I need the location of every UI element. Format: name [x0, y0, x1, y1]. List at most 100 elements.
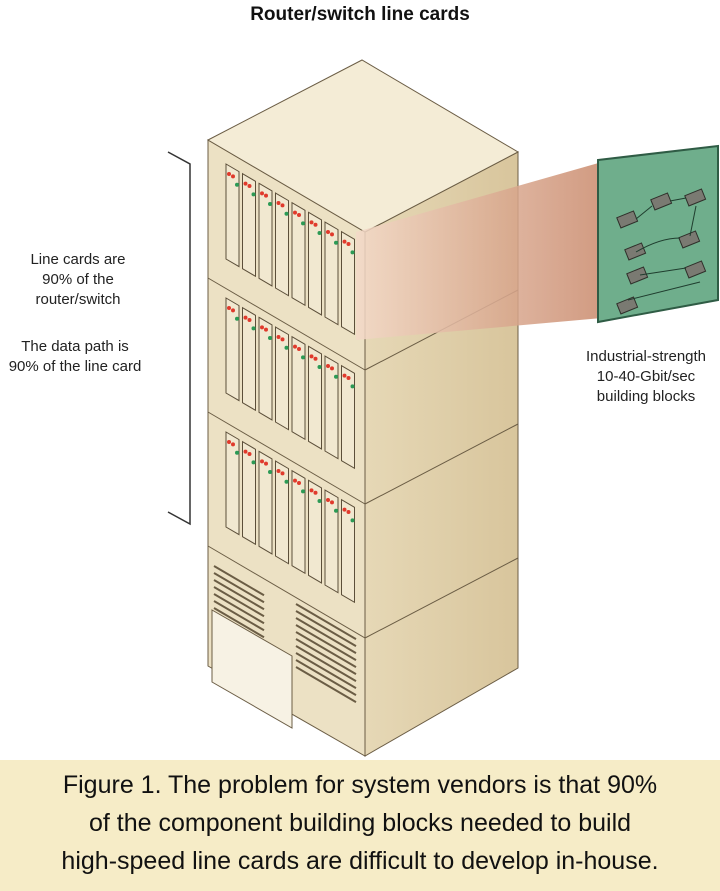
status-led-red: [276, 469, 281, 474]
line-card: [242, 440, 256, 546]
vent-slot: [213, 607, 265, 639]
status-led-red: [247, 318, 252, 323]
status-led-red: [346, 376, 351, 381]
vent-slot: [213, 593, 265, 625]
status-led-red: [260, 325, 264, 330]
shelf-divider: [207, 411, 366, 505]
status-led-red: [280, 471, 285, 476]
status-led-red: [227, 172, 231, 176]
caption-line: high-speed line cards are difficult to d…: [61, 847, 659, 875]
status-led-green: [317, 365, 322, 370]
line-card: [341, 230, 355, 336]
bracket: [167, 151, 191, 526]
status-led-red: [264, 327, 268, 332]
vent-slot: [213, 565, 265, 597]
status-led-red: [313, 490, 318, 495]
vent-slot: [295, 603, 357, 641]
vent-slot: [213, 579, 265, 611]
status-led-red: [231, 308, 235, 313]
status-led-red: [227, 306, 231, 310]
line-card: [275, 326, 289, 431]
status-led-green: [334, 374, 338, 379]
vent-slot: [295, 617, 357, 655]
line-card: [291, 201, 306, 307]
status-led-red: [326, 364, 330, 369]
status-led-green: [350, 518, 355, 523]
status-led-red: [330, 232, 334, 237]
line-card: [324, 489, 339, 594]
line-card: [275, 460, 289, 565]
caption-line: Figure 1. The problem for system vendors…: [62, 771, 658, 799]
status-led-red: [297, 213, 301, 218]
note-data-path-share: The data path is 90% of the line card: [8, 338, 142, 375]
status-led-red: [243, 449, 248, 454]
vent-slot: [295, 631, 357, 669]
status-led-green: [251, 460, 256, 465]
status-led-red: [293, 478, 297, 483]
line-card: [308, 345, 322, 450]
status-led-red: [276, 335, 281, 340]
vent-slot: [295, 610, 357, 648]
status-led-green: [284, 211, 289, 216]
status-led-red: [297, 481, 301, 486]
line-card: [242, 306, 256, 412]
line-card: [258, 316, 273, 421]
shelf-divider: [364, 557, 519, 639]
diagram-title: Router/switch line cards: [250, 4, 470, 25]
status-led-red: [276, 201, 281, 206]
status-led-green: [317, 231, 322, 236]
line-card: [291, 335, 306, 441]
shelf-divider: [364, 423, 519, 505]
line-card: [242, 172, 256, 278]
status-led-green: [268, 470, 272, 475]
status-led-red: [231, 174, 235, 179]
status-led-green: [235, 316, 239, 321]
line-card: [225, 297, 240, 402]
status-led-red: [293, 344, 297, 349]
status-led-red: [326, 230, 330, 235]
vent-slot: [213, 572, 265, 604]
vent-slot: [295, 645, 357, 683]
status-led-red: [280, 337, 285, 342]
status-led-red: [247, 184, 252, 189]
status-led-red: [330, 500, 334, 505]
board-chips: [616, 188, 707, 315]
status-led-red: [342, 373, 347, 378]
status-led-red: [227, 440, 231, 444]
note-building-blocks: Industrial-strength 10-40-Gbit/sec build…: [585, 348, 707, 405]
line-card: [225, 163, 240, 268]
caption-line: of the component building blocks needed …: [88, 809, 632, 837]
status-led-green: [235, 182, 239, 187]
status-led-green: [334, 508, 338, 513]
status-led-green: [235, 450, 239, 455]
vent-slot: [213, 586, 265, 618]
board-traces: [627, 197, 701, 301]
line-card: [324, 355, 339, 460]
status-led-green: [268, 202, 272, 207]
status-led-green: [350, 384, 355, 389]
figure-caption: Figure 1. The problem for system vendors…: [0, 760, 720, 891]
line-card: [258, 450, 273, 555]
status-led-green: [251, 326, 256, 331]
status-led-green: [317, 499, 322, 504]
router-illustration: [167, 59, 719, 757]
status-led-red: [330, 366, 334, 371]
line-card: [258, 182, 273, 287]
chassis-vents: [213, 565, 357, 704]
status-led-green: [301, 221, 305, 226]
vent-slot: [295, 652, 357, 690]
note-line-cards-share: Line cards are 90% of the router/switch: [30, 251, 126, 308]
status-led-red: [309, 220, 314, 225]
power-supply-panel: [211, 609, 293, 729]
status-led-red: [309, 354, 314, 359]
status-led-red: [297, 347, 301, 352]
status-led-red: [342, 507, 347, 512]
line-card: [225, 431, 240, 536]
diagram-area: Router/switch line cards: [8, 4, 719, 757]
chassis-top-face: [206, 59, 520, 233]
line-card: [341, 498, 355, 604]
status-led-green: [301, 489, 305, 494]
status-led-red: [260, 191, 264, 196]
status-led-red: [342, 239, 347, 244]
vent-slot: [213, 600, 265, 632]
